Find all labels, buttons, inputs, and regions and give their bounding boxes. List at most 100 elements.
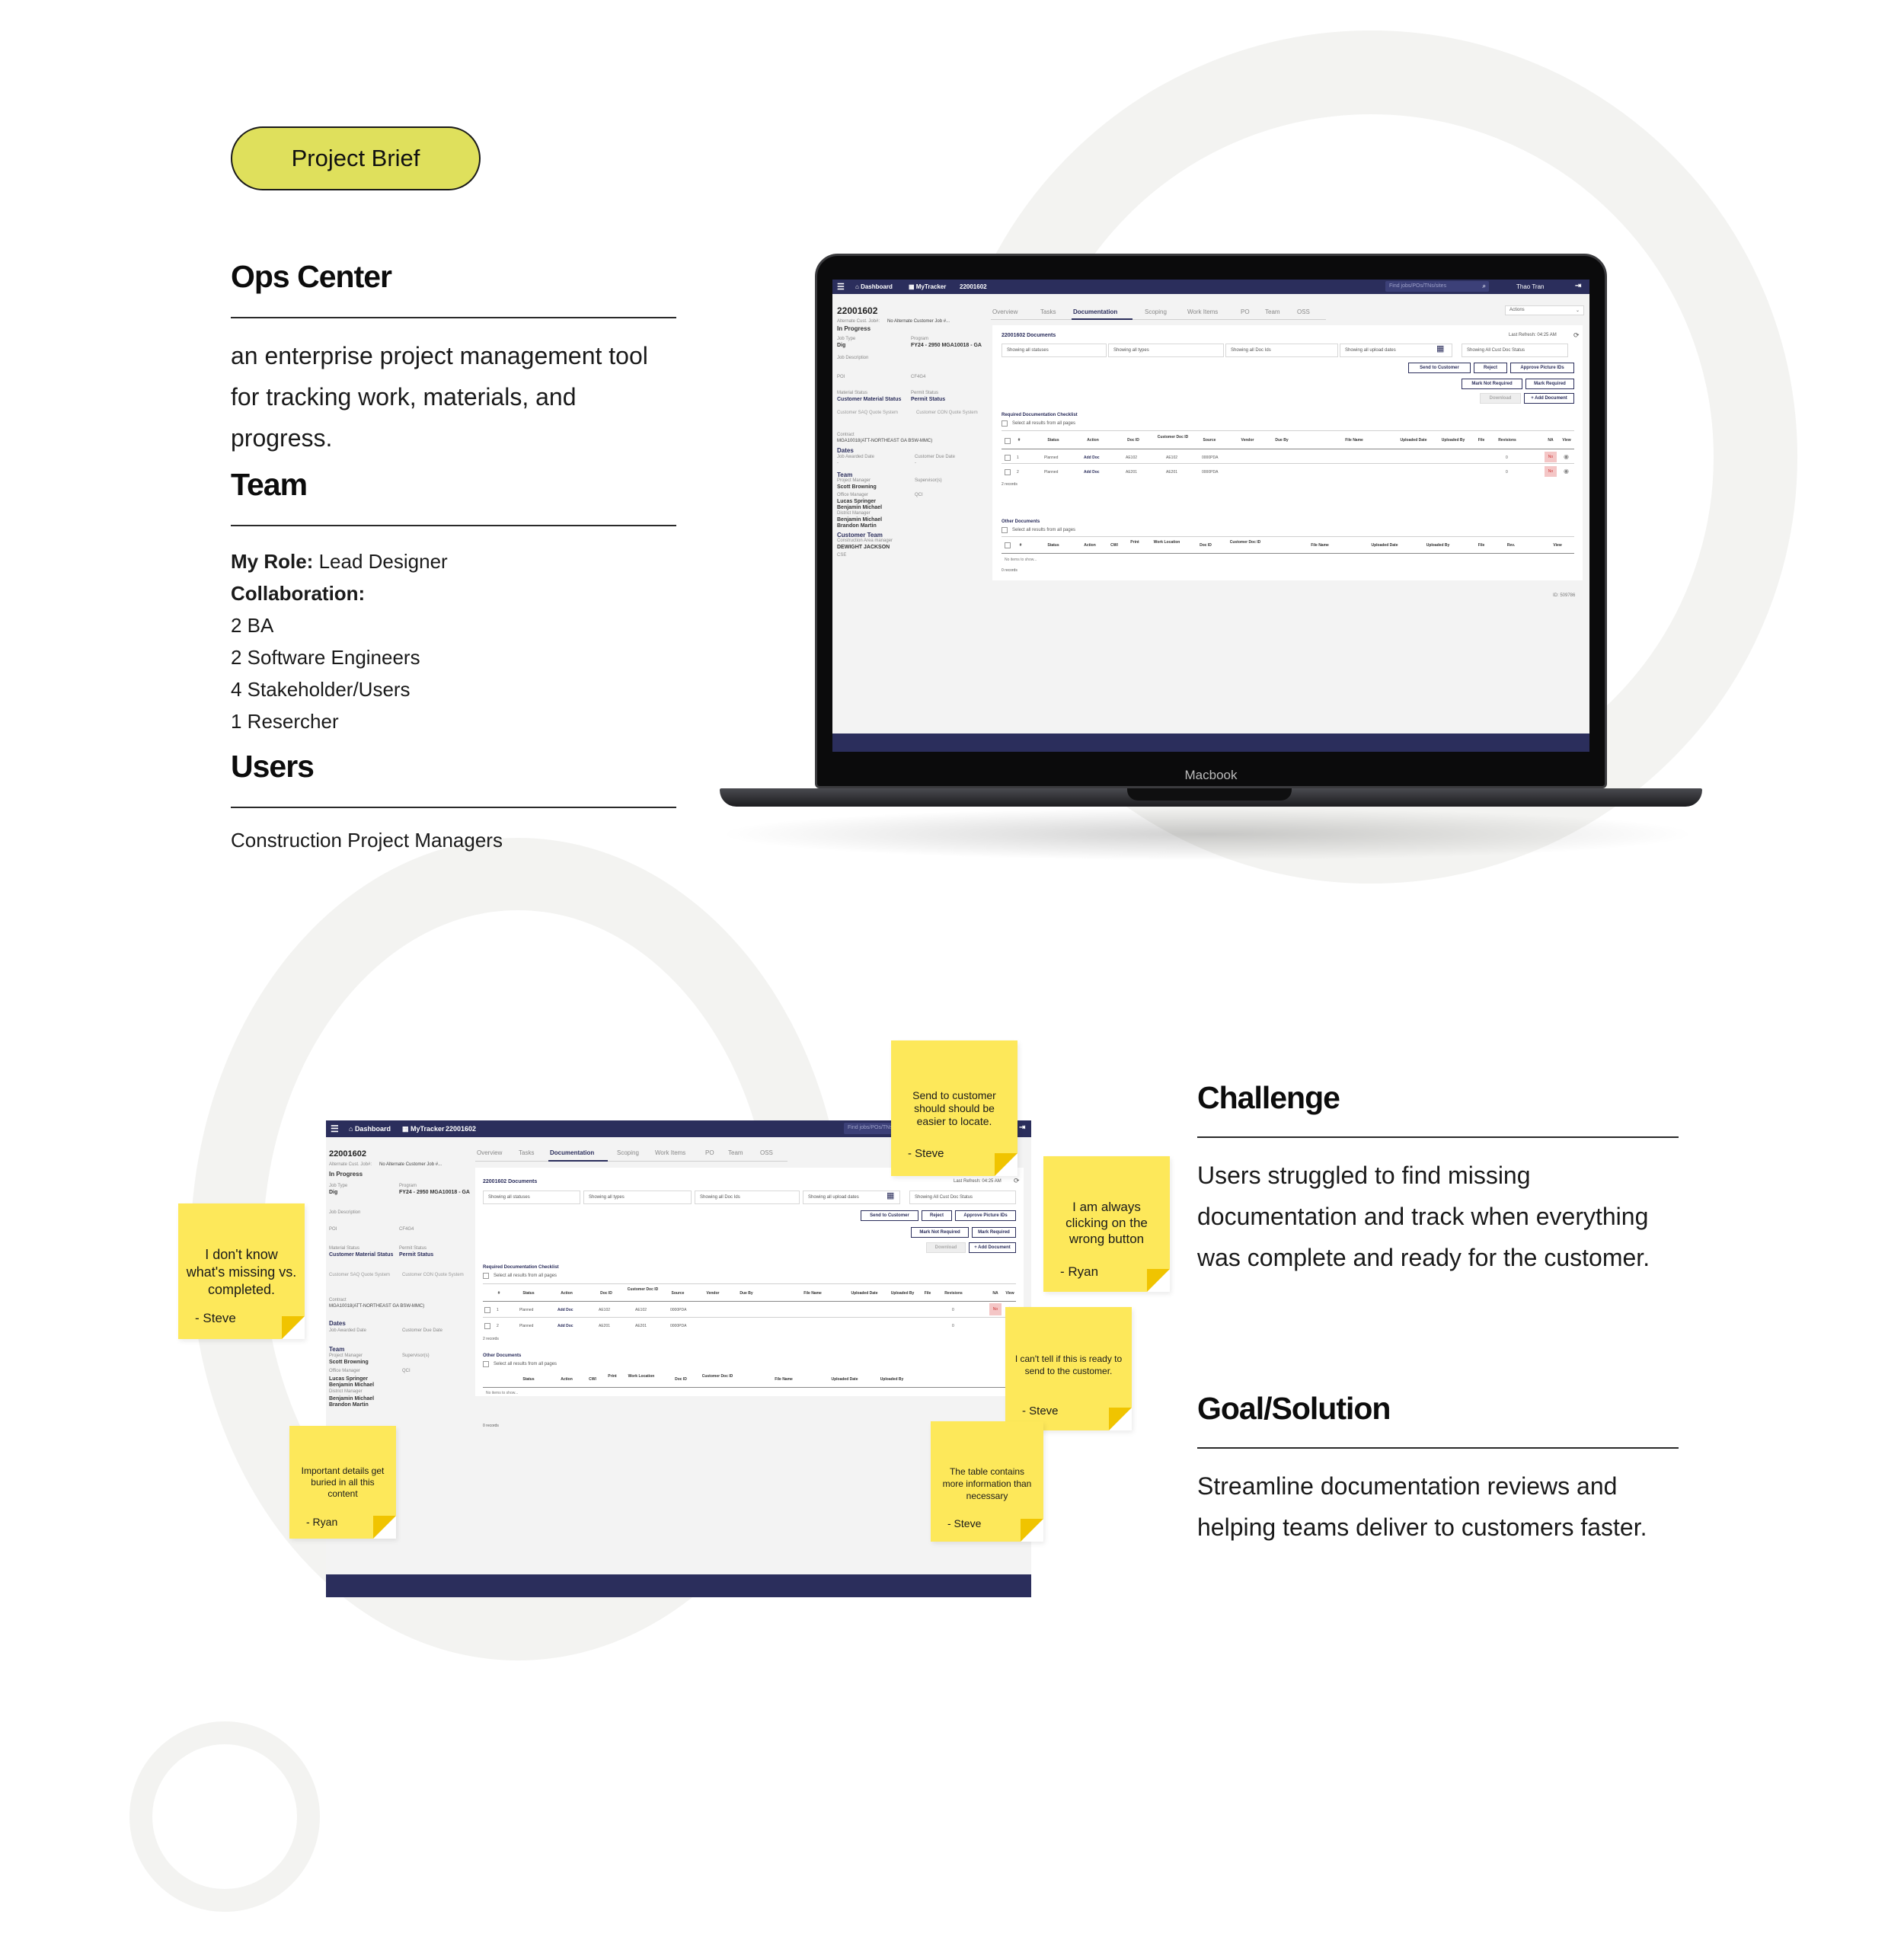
logout-icon[interactable]: ⇥ bbox=[1575, 282, 1582, 290]
col-customer-doc-id: Customer Doc ID bbox=[701, 1374, 733, 1379]
select-all-checkbox[interactable] bbox=[483, 1361, 489, 1367]
tab-tasks[interactable]: Tasks bbox=[1040, 308, 1056, 315]
header-checkbox[interactable] bbox=[1005, 542, 1011, 548]
col-file: File bbox=[1478, 438, 1485, 443]
search-input[interactable]: Find jobs/POs/TNs/sites ⌕ bbox=[1385, 281, 1489, 292]
calendar-icon[interactable]: ▦ bbox=[887, 1191, 895, 1200]
col-customer-doc-id: Customer Doc ID bbox=[1157, 435, 1189, 439]
mark-not-required-button[interactable]: Mark Not Required bbox=[911, 1227, 969, 1238]
actions-dropdown[interactable]: Actions⌄ bbox=[1505, 305, 1584, 315]
reject-button[interactable]: Reject bbox=[1474, 363, 1507, 373]
cust-doc-status-filter[interactable]: Showing All Cust Doc Status bbox=[909, 1191, 1016, 1204]
reject-button[interactable]: Reject bbox=[922, 1210, 952, 1221]
table-divider bbox=[1002, 553, 1574, 554]
col-action: Action bbox=[1087, 438, 1099, 443]
tab-team[interactable]: Team bbox=[728, 1149, 743, 1156]
saq-label: Customer SAQ Quote System bbox=[837, 411, 899, 415]
tab-overview[interactable]: Overview bbox=[992, 308, 1018, 315]
sticky-note-text: The table contains more information than… bbox=[942, 1466, 1032, 1501]
select-all-checkbox[interactable] bbox=[1002, 527, 1008, 533]
download-button[interactable]: Download bbox=[926, 1242, 966, 1253]
tab-tasks[interactable]: Tasks bbox=[519, 1149, 535, 1156]
tab-work-items[interactable]: Work Items bbox=[1187, 308, 1219, 315]
col-customer-doc-id: Customer Doc ID bbox=[627, 1287, 659, 1292]
upload-date-filter[interactable]: Showing all upload dates bbox=[803, 1191, 900, 1204]
material-status-link[interactable]: Customer Material Status bbox=[837, 397, 902, 402]
add-document-button[interactable]: + Add Document bbox=[1524, 393, 1574, 404]
mytracker-link[interactable]: ▦ MyTracker bbox=[402, 1125, 445, 1133]
approve-picture-ids-button[interactable]: Approve Picture IDs bbox=[1510, 363, 1574, 373]
office-mgr-value: Lucas Springer bbox=[329, 1376, 368, 1382]
refresh-icon[interactable]: ⟳ bbox=[1014, 1177, 1020, 1184]
other-documents-card: Other Documents Select all results from … bbox=[992, 519, 1583, 580]
row-na-badge[interactable]: No bbox=[989, 1303, 1002, 1315]
row-checkbox[interactable] bbox=[1005, 469, 1011, 475]
permit-status-link[interactable]: Permit Status bbox=[911, 397, 946, 402]
user-name[interactable]: Thao Tran bbox=[1516, 283, 1545, 290]
sticky-note: Send to customer should should be easier… bbox=[891, 1040, 1017, 1176]
status-filter[interactable]: Showing all statuses bbox=[483, 1191, 580, 1204]
tab-overview[interactable]: Overview bbox=[477, 1149, 503, 1156]
tab-scoping[interactable]: Scoping bbox=[617, 1149, 639, 1156]
tab-oss[interactable]: OSS bbox=[760, 1149, 773, 1156]
dashboard-link[interactable]: ⌂ Dashboard bbox=[349, 1125, 391, 1133]
eye-icon[interactable]: ◉ bbox=[1564, 468, 1569, 475]
mark-required-button[interactable]: Mark Required bbox=[972, 1227, 1016, 1238]
tab-documentation[interactable]: Documentation bbox=[550, 1149, 595, 1156]
row-na-badge[interactable]: No bbox=[1545, 466, 1557, 477]
row-add-doc-link[interactable]: Add Doc bbox=[557, 1308, 573, 1312]
cust-doc-status-filter[interactable]: Showing All Cust Doc Status bbox=[1462, 344, 1568, 357]
send-to-customer-button[interactable]: Send to Customer bbox=[1408, 363, 1471, 373]
type-filter[interactable]: Showing all types bbox=[583, 1191, 692, 1204]
logout-icon[interactable]: ⇥ bbox=[1019, 1123, 1026, 1132]
customer-team-title: Customer Team bbox=[837, 532, 883, 539]
row-add-doc-link[interactable]: Add Doc bbox=[557, 1324, 573, 1328]
tab-scoping[interactable]: Scoping bbox=[1145, 308, 1167, 315]
type-filter[interactable]: Showing all types bbox=[1108, 344, 1224, 357]
docid-filter[interactable]: Showing all Doc Ids bbox=[1225, 344, 1338, 357]
mytracker-label: MyTracker bbox=[915, 283, 947, 290]
program-value: FY24 - 2950 MGA10018 - GA bbox=[911, 343, 982, 348]
send-to-customer-button[interactable]: Send to Customer bbox=[861, 1210, 918, 1221]
tab-po[interactable]: PO bbox=[1241, 308, 1250, 315]
row-na-badge[interactable]: No bbox=[1545, 452, 1557, 462]
col-action: Action bbox=[561, 1291, 573, 1296]
mytracker-link[interactable]: ▦ MyTracker bbox=[909, 283, 947, 290]
table-divider bbox=[483, 1301, 1016, 1302]
select-all-checkbox[interactable] bbox=[483, 1273, 489, 1279]
material-status-link[interactable]: Customer Material Status bbox=[329, 1252, 394, 1258]
menu-icon[interactable]: ☰ bbox=[837, 283, 845, 292]
mark-required-button[interactable]: Mark Required bbox=[1525, 379, 1574, 389]
tab-po[interactable]: PO bbox=[705, 1149, 714, 1156]
status-filter[interactable]: Showing all statuses bbox=[1002, 344, 1107, 357]
refresh-icon[interactable]: ⟳ bbox=[1573, 331, 1580, 339]
office-mgr-value: Benjamin Michael bbox=[837, 505, 883, 510]
sticky-note-fold bbox=[1147, 1269, 1170, 1292]
mark-not-required-button[interactable]: Mark Not Required bbox=[1462, 379, 1522, 389]
docid-filter[interactable]: Showing all Doc Ids bbox=[695, 1191, 800, 1204]
calendar-icon[interactable]: ▦ bbox=[1436, 344, 1445, 353]
job-awarded-label: Job Awarded Date bbox=[837, 455, 874, 459]
row-add-doc-link[interactable]: Add Doc bbox=[1084, 470, 1100, 475]
row-checkbox[interactable] bbox=[1005, 455, 1011, 461]
add-document-button[interactable]: + Add Document bbox=[969, 1242, 1016, 1253]
header-checkbox[interactable] bbox=[1005, 438, 1011, 444]
download-button[interactable]: Download bbox=[1480, 393, 1521, 404]
permit-status-link[interactable]: Permit Status bbox=[399, 1252, 434, 1258]
dashboard-link[interactable]: ⌂ Dashboard bbox=[855, 283, 893, 290]
row-revisions: 0 bbox=[1506, 455, 1508, 460]
tab-documentation[interactable]: Documentation bbox=[1073, 308, 1118, 315]
select-all-checkbox[interactable] bbox=[1002, 420, 1008, 427]
approve-picture-ids-button[interactable]: Approve Picture IDs bbox=[955, 1210, 1016, 1221]
tab-oss[interactable]: OSS bbox=[1297, 308, 1310, 315]
tab-team[interactable]: Team bbox=[1265, 308, 1280, 315]
row-add-doc-link[interactable]: Add Doc bbox=[1084, 455, 1100, 460]
row-checkbox[interactable] bbox=[484, 1307, 490, 1313]
menu-icon[interactable]: ☰ bbox=[331, 1123, 339, 1134]
eye-icon[interactable]: ◉ bbox=[1564, 453, 1569, 460]
col-doc-id: Doc ID bbox=[675, 1377, 687, 1382]
tab-work-items[interactable]: Work Items bbox=[655, 1149, 686, 1156]
upload-date-filter[interactable]: Showing all upload dates bbox=[1340, 344, 1452, 357]
row-checkbox[interactable] bbox=[484, 1323, 490, 1329]
row-doc-id: AE102 bbox=[1126, 455, 1138, 460]
